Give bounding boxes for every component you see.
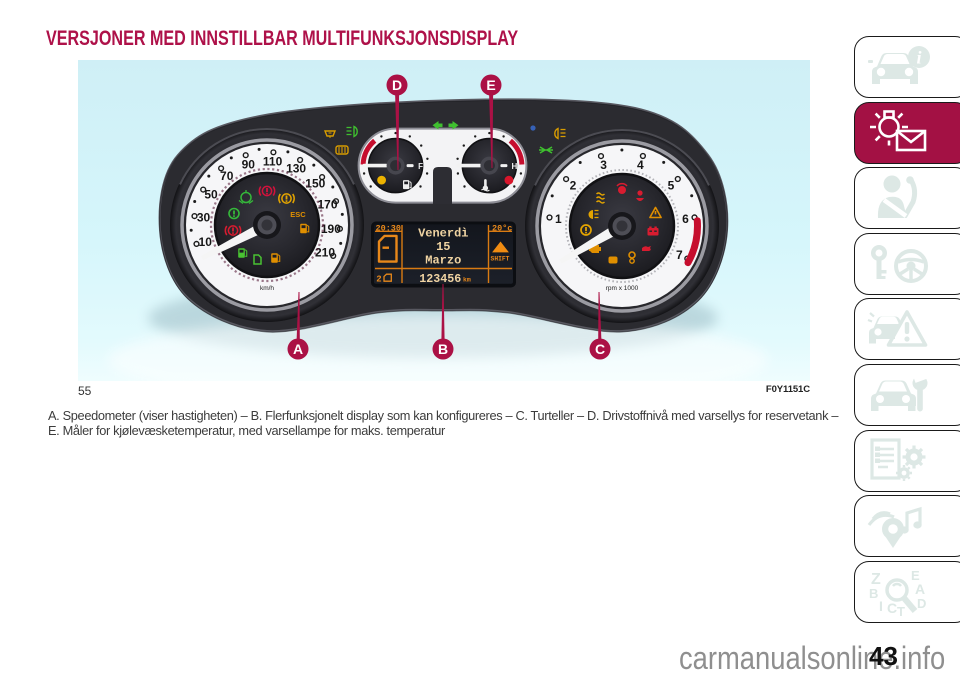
svg-text:Marzo: Marzo — [425, 253, 461, 267]
svg-text:F: F — [418, 162, 423, 171]
svg-text:6: 6 — [682, 212, 689, 226]
svg-text:150: 150 — [305, 177, 325, 191]
svg-text:A: A — [915, 581, 925, 597]
svg-text:50: 50 — [204, 188, 218, 202]
svg-text:2: 2 — [570, 178, 577, 192]
svg-text:B: B — [438, 341, 448, 357]
svg-text:C: C — [595, 341, 605, 357]
svg-text:I: I — [879, 598, 883, 614]
svg-text:210: 210 — [315, 246, 335, 260]
svg-text:SHIFT: SHIFT — [491, 256, 510, 263]
svg-text:i: i — [916, 48, 921, 68]
svg-text:km/h: km/h — [260, 285, 274, 292]
svg-text:C: C — [887, 600, 897, 616]
svg-text:20°c: 20°c — [492, 224, 512, 234]
svg-text:5: 5 — [668, 178, 675, 192]
svg-text:15: 15 — [436, 240, 450, 254]
svg-text:123456: 123456 — [419, 272, 461, 286]
svg-text:20:30: 20:30 — [376, 224, 402, 234]
svg-text:10: 10 — [199, 235, 213, 249]
svg-text:3: 3 — [600, 158, 607, 172]
svg-text:H: H — [512, 162, 518, 171]
svg-text:30: 30 — [197, 211, 211, 225]
svg-text:130: 130 — [286, 162, 306, 176]
svg-text:A: A — [293, 341, 303, 357]
svg-text:E: E — [911, 568, 920, 583]
svg-text:170: 170 — [317, 198, 337, 212]
svg-text:Z: Z — [871, 571, 881, 588]
svg-text:7: 7 — [676, 248, 683, 262]
svg-text:ESC: ESC — [290, 210, 306, 219]
svg-text:Venerdì: Venerdì — [418, 226, 468, 240]
svg-text:D: D — [392, 77, 402, 93]
svg-text:1: 1 — [555, 212, 562, 226]
svg-text:E: E — [486, 77, 495, 93]
svg-text:70: 70 — [220, 169, 234, 183]
svg-text:km: km — [463, 277, 471, 284]
svg-text:D: D — [917, 596, 926, 611]
svg-text:T: T — [897, 604, 905, 616]
svg-text:90: 90 — [242, 157, 256, 171]
svg-text:110: 110 — [263, 155, 283, 169]
svg-text:4: 4 — [637, 158, 644, 172]
svg-text:190: 190 — [321, 222, 341, 236]
svg-text:2: 2 — [376, 275, 381, 285]
svg-text:B: B — [869, 586, 878, 601]
svg-text:rpm x 1000: rpm x 1000 — [606, 285, 639, 292]
